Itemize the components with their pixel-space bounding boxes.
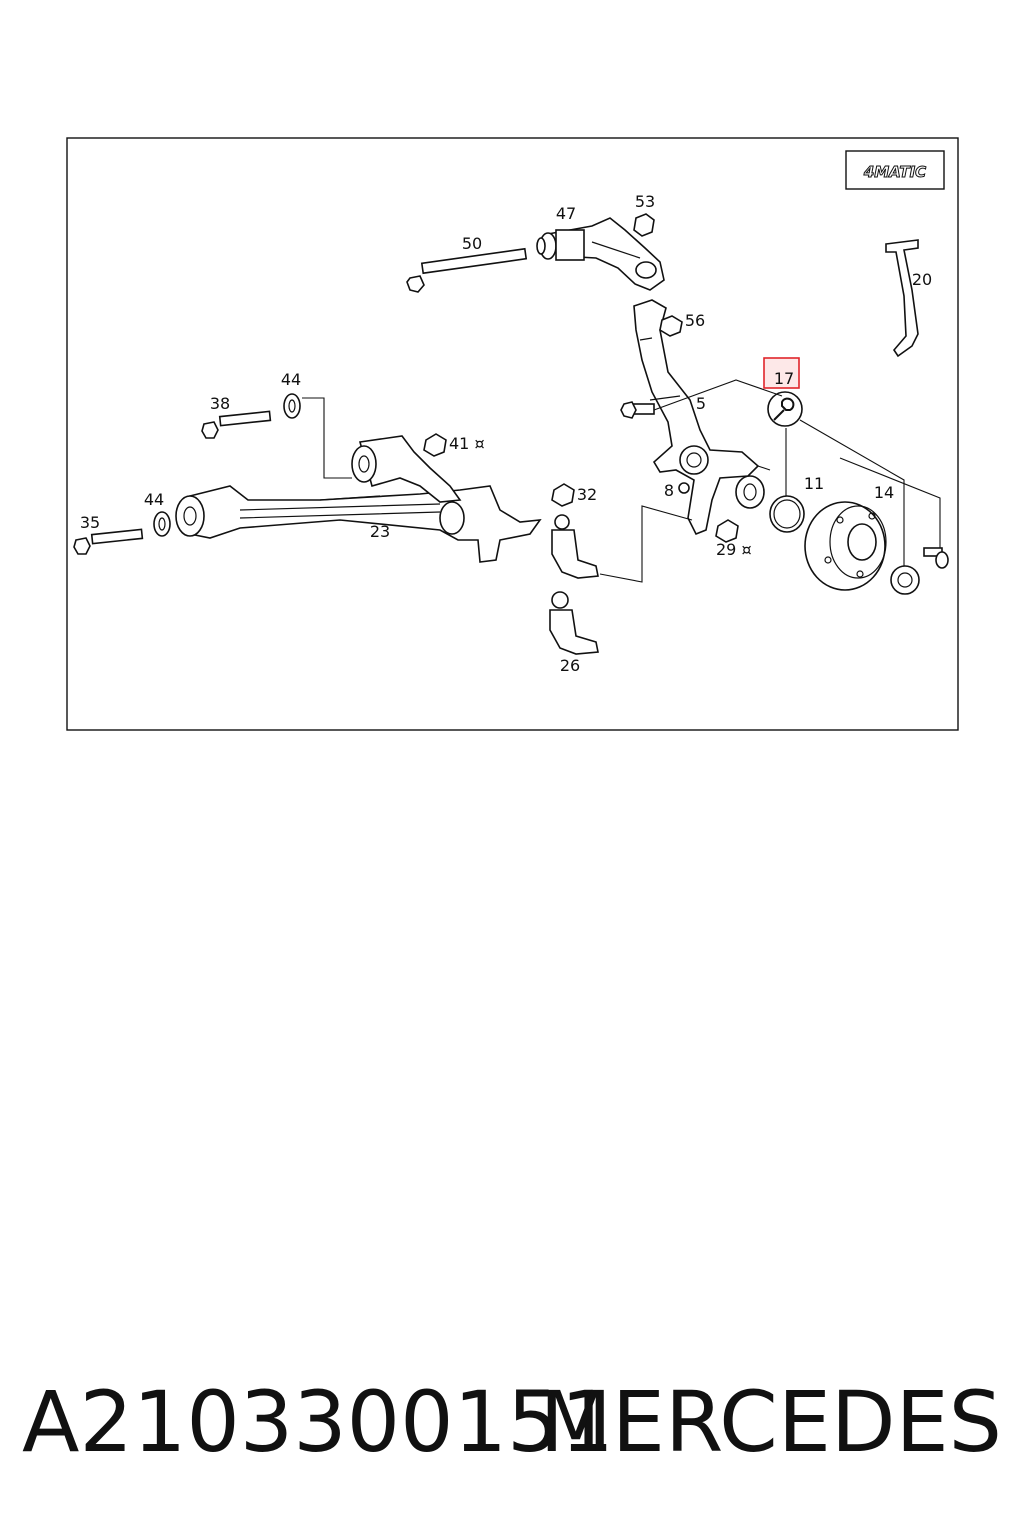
callout-44-lower: 44 xyxy=(144,490,164,509)
callout-53: 53 xyxy=(635,192,655,211)
callout-50: 50 xyxy=(462,234,482,253)
ball-joint-26 xyxy=(549,591,599,655)
washer-44-upper xyxy=(283,393,301,419)
knuckle-bolt xyxy=(620,401,655,419)
callout-44-upper: 44 xyxy=(281,370,301,389)
bushing-8 xyxy=(678,482,690,494)
nut-53 xyxy=(633,213,655,237)
callout-32: 32 xyxy=(577,485,597,504)
callout-23: 23 xyxy=(370,522,390,541)
callout-29: 29 ¤ xyxy=(716,540,752,559)
callout-5: 5 xyxy=(696,394,706,413)
4matic-badge: 4MATIC xyxy=(845,150,945,190)
upper-control-arm xyxy=(536,217,665,291)
callout-35: 35 xyxy=(80,513,100,532)
bolt-35 xyxy=(73,528,144,555)
circlip-11 xyxy=(769,495,805,533)
lower-control-arm xyxy=(175,435,542,563)
callout-14: 14 xyxy=(874,483,894,502)
bolt-38 xyxy=(201,410,272,439)
hub-nut xyxy=(890,565,920,595)
nut-32 xyxy=(551,483,575,507)
callout-26: 26 xyxy=(560,656,580,675)
callout-11: 11 xyxy=(804,474,824,493)
wrench-icon xyxy=(767,391,803,427)
diagram-frame xyxy=(66,137,959,731)
nut-29 xyxy=(715,519,739,543)
callout-20: 20 xyxy=(912,270,932,289)
callout-47: 47 xyxy=(556,204,576,223)
parts-diagram: 4MATIC xyxy=(66,137,959,731)
steering-knuckle xyxy=(633,299,760,536)
callout-8: 8 xyxy=(664,481,674,500)
wheel-hub xyxy=(804,501,887,591)
bolt-50 xyxy=(406,247,528,293)
ball-joint-upper xyxy=(551,514,599,579)
nut-56 xyxy=(659,315,683,337)
leader-lines xyxy=(302,379,941,583)
bracket-20 xyxy=(885,239,919,358)
brand-name: MERCEDES xyxy=(539,1373,1002,1471)
washer-44-lower xyxy=(153,511,171,537)
callout-41: 41 ¤ xyxy=(449,434,485,453)
callout-17: 17 xyxy=(774,369,794,388)
wheel-bearing xyxy=(735,475,765,509)
nut-41 xyxy=(423,433,447,457)
hub-bolt xyxy=(923,547,949,569)
badge-text: 4MATIC xyxy=(863,163,926,181)
highlight-box-17 xyxy=(763,357,800,389)
callout-38: 38 xyxy=(210,394,230,413)
footer: A2103300151 MERCEDES xyxy=(0,1372,1024,1482)
callout-56: 56 xyxy=(685,311,705,330)
part-number: A2103300151 xyxy=(22,1373,614,1471)
